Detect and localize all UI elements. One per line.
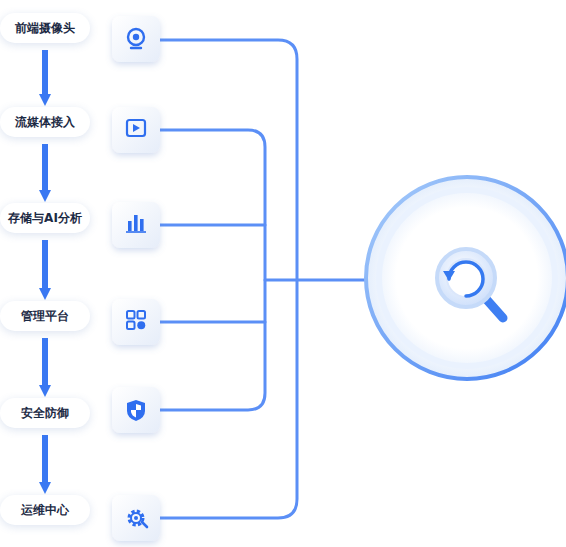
step-pill: 存储与AI分析 — [0, 203, 90, 233]
media-icon — [127, 120, 145, 136]
step-pill: 安全防御 — [0, 398, 90, 428]
magnifier-handle — [487, 300, 503, 318]
step-label: 流媒体接入 — [15, 114, 75, 131]
step-label: 存储与AI分析 — [8, 210, 82, 227]
trunk-wire — [265, 279, 368, 282]
icon-box — [112, 299, 160, 345]
chart-icon — [126, 215, 146, 232]
icon-box — [112, 202, 160, 248]
icon-box — [112, 387, 160, 433]
circle-glow — [379, 190, 555, 366]
flow-arrow — [42, 50, 48, 100]
platform-icon — [127, 311, 145, 329]
flow-arrow — [42, 144, 48, 196]
wire — [160, 321, 265, 324]
step-pill: 运维中心 — [0, 495, 90, 525]
icon-box-group — [112, 16, 160, 541]
search-circle — [366, 177, 566, 379]
step-label: 运维中心 — [21, 502, 69, 519]
refresh-arrow-head — [443, 271, 455, 281]
icon-box — [112, 495, 160, 541]
circle-ring — [366, 177, 566, 379]
wire — [160, 224, 265, 227]
flow-arrow — [42, 240, 48, 294]
icon-box — [112, 107, 160, 153]
step-pill: 管理平台 — [0, 301, 90, 331]
refresh-arrow — [449, 262, 483, 296]
step-label: 管理平台 — [21, 308, 69, 325]
step-label: 前端摄像头 — [15, 20, 75, 37]
flow-arrow — [42, 435, 48, 488]
step-pill: 流媒体接入 — [0, 107, 90, 137]
flow-arrow — [42, 338, 48, 391]
lens-inner — [447, 259, 485, 297]
step-pill: 前端摄像头 — [0, 13, 90, 43]
shield-icon — [127, 400, 145, 421]
step-label: 安全防御 — [21, 405, 69, 422]
wire-group — [160, 40, 368, 518]
camera-icon — [128, 29, 144, 48]
magnifier-lens — [437, 249, 495, 307]
icon-box — [112, 16, 160, 62]
inner-wire — [160, 130, 265, 410]
gear-icon — [130, 512, 148, 528]
